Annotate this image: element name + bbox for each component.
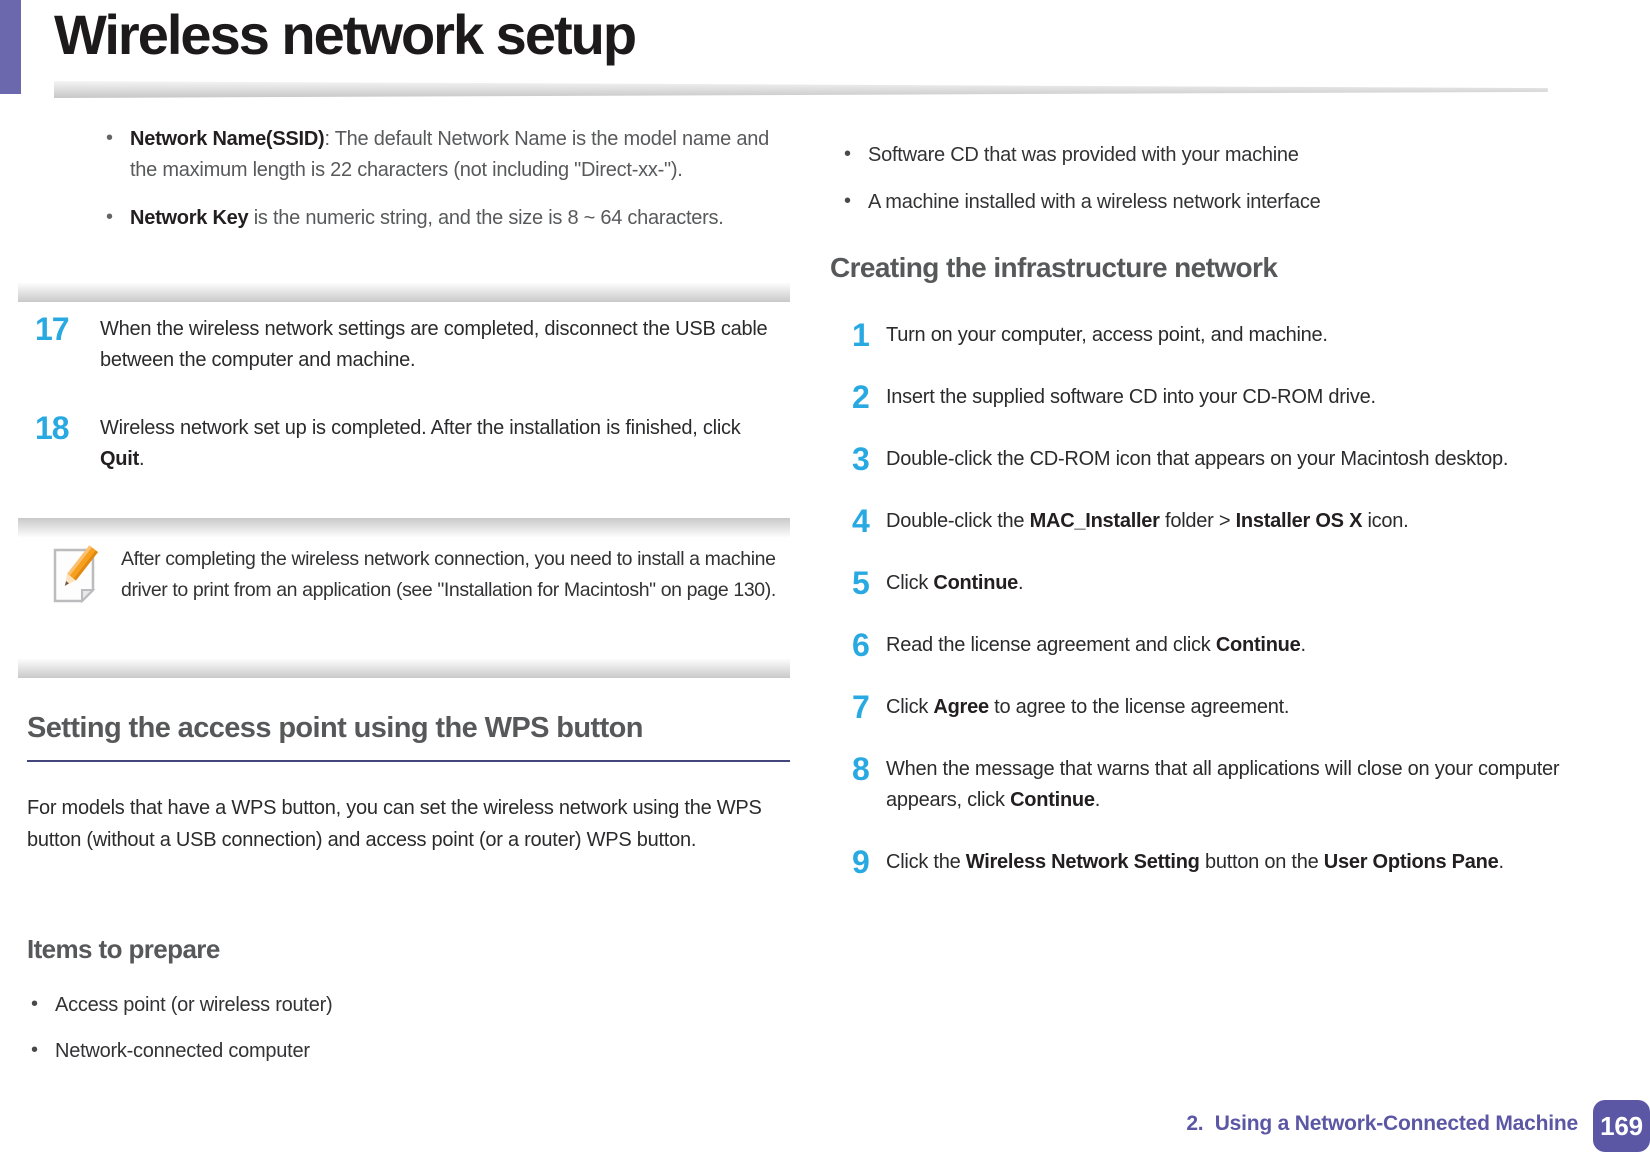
- list-item: Network Key is the numeric string, and t…: [106, 202, 778, 234]
- step-item: 5 Click Continue.: [852, 565, 1642, 601]
- step-item: 6 Read the license agreement and click C…: [852, 627, 1642, 663]
- title-underline-rule: [54, 81, 1548, 98]
- step-number: 8: [852, 751, 870, 787]
- note-text: After completing the wireless network co…: [121, 548, 776, 601]
- step-item: 2 Insert the supplied software CD into y…: [852, 379, 1642, 415]
- step-item: 7 Click Agree to agree to the license ag…: [852, 689, 1642, 725]
- step-text: Wireless network set up is completed. Af…: [100, 417, 741, 470]
- note-pencil-icon: [47, 544, 105, 648]
- list-item: Software CD that was provided with your …: [830, 139, 1630, 171]
- step-text: Turn on your computer, access point, and…: [886, 324, 1328, 346]
- wps-paragraph: For models that have a WPS button, you c…: [27, 797, 762, 851]
- section-heading-infrastructure: Creating the infrastructure network: [830, 252, 1278, 283]
- ssid-key-bullet-list: Network Name(SSID): The default Network …: [27, 123, 790, 251]
- bullet-text: Network Key is the numeric string, and t…: [130, 207, 724, 229]
- step-text: Double-click the CD-ROM icon that appear…: [886, 448, 1509, 470]
- step-number: 17: [35, 311, 70, 347]
- bullet-text: Network Name(SSID): The default Network …: [130, 128, 769, 181]
- step-text: Read the license agreement and click Con…: [886, 634, 1306, 656]
- step-text: Insert the supplied software CD into you…: [886, 386, 1376, 408]
- right-step-list: 1 Turn on your computer, access point, a…: [830, 317, 1642, 909]
- list-item: A machine installed with a wireless netw…: [830, 186, 1630, 218]
- footer-chapter-label: 2. Using a Network-Connected Machine: [1186, 1112, 1578, 1135]
- step-text: Click Agree to agree to the license agre…: [886, 696, 1290, 718]
- list-item: Access point (or wireless router): [27, 989, 747, 1021]
- step-item: 18 Wireless network set up is completed.…: [35, 410, 790, 475]
- step-number: 5: [852, 565, 870, 601]
- step-item: 17 When the wireless network settings ar…: [35, 311, 790, 376]
- step-item: 8 When the message that warns that all a…: [852, 751, 1642, 816]
- note-frame-bottom-edge: [18, 658, 790, 678]
- list-item: Network-connected computer: [27, 1035, 747, 1067]
- note-box: After completing the wireless network co…: [18, 518, 790, 678]
- step-text: Double-click the MAC_Installer folder > …: [886, 510, 1409, 532]
- list-item: Network Name(SSID): The default Network …: [106, 123, 778, 186]
- step-number: 1: [852, 317, 870, 353]
- step-item: 9 Click the Wireless Network Setting but…: [852, 844, 1642, 880]
- chapter-accent-bar: [0, 0, 21, 94]
- step-number: 6: [852, 627, 870, 663]
- bullet-text: Software CD that was provided with your …: [868, 144, 1299, 166]
- step-number: 7: [852, 689, 870, 725]
- bullet-text: A machine installed with a wireless netw…: [868, 191, 1321, 213]
- step-item: 1 Turn on your computer, access point, a…: [852, 317, 1642, 353]
- step-item: 3 Double-click the CD-ROM icon that appe…: [852, 441, 1642, 477]
- step-text: Click Continue.: [886, 572, 1024, 594]
- subheading-items-to-prepare: Items to prepare: [27, 934, 220, 964]
- step-item: 4 Double-click the MAC_Installer folder …: [852, 503, 1642, 539]
- bullet-text: Access point (or wireless router): [55, 994, 333, 1016]
- step-text: When the message that warns that all app…: [886, 758, 1560, 811]
- page-number-badge: 169: [1593, 1100, 1650, 1152]
- step-number: 4: [852, 503, 870, 539]
- step-number: 18: [35, 410, 70, 446]
- step-number: 3: [852, 441, 870, 477]
- note-frame-top-edge: [18, 518, 790, 538]
- step-number: 9: [852, 844, 870, 880]
- section-heading-wps: Setting the access point using the WPS b…: [27, 712, 790, 762]
- bullet-text: Network-connected computer: [55, 1040, 310, 1062]
- step-text: When the wireless network settings are c…: [100, 318, 768, 371]
- left-step-list: 17 When the wireless network settings ar…: [27, 311, 790, 512]
- note-frame-bottom-edge: [18, 282, 790, 302]
- step-text: Click the Wireless Network Setting butto…: [886, 851, 1504, 873]
- items-to-prepare-list: Access point (or wireless router) Networ…: [27, 989, 747, 1082]
- step-number: 2: [852, 379, 870, 415]
- page-title: Wireless network setup: [54, 3, 637, 66]
- items-to-prepare-list-continued: Software CD that was provided with your …: [830, 139, 1630, 234]
